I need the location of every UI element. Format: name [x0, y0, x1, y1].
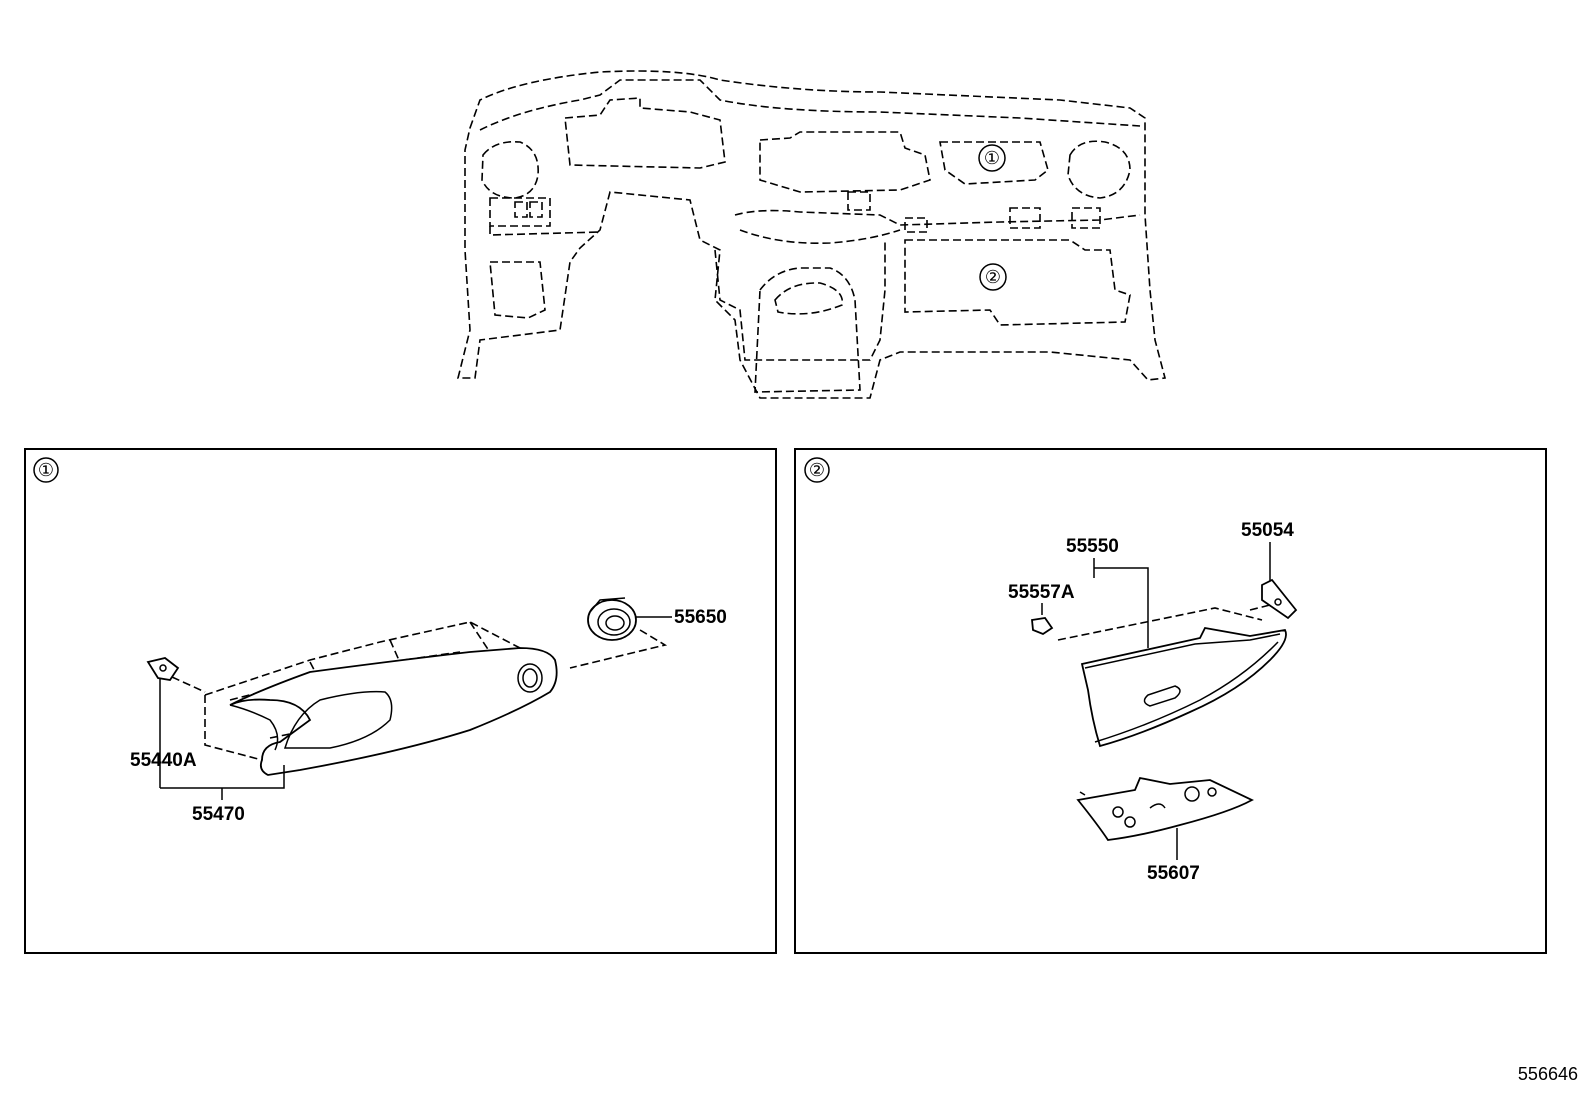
cover-55607: [1076, 776, 1254, 841]
panel-2: ② 55550 55557A 55054: [794, 448, 1547, 954]
label-55470: 55470: [192, 804, 245, 825]
hinge-55054: [1249, 578, 1298, 620]
bumper-55557A: [1031, 617, 1054, 636]
panel-2-marker-circle: [804, 457, 830, 483]
label-55557A: 55557A: [1008, 582, 1075, 603]
panel-1-frame: [24, 448, 777, 954]
dashboard-overview: ① ②: [456, 70, 1167, 399]
panel-1-marker: ①: [38, 460, 54, 480]
callout-1-circle: [978, 144, 1006, 172]
callout-2-circle: [979, 263, 1007, 291]
glovebox-55550: [1057, 607, 1287, 748]
panel-2-frame: [794, 448, 1547, 954]
panel-1: ① 55650: [24, 448, 777, 954]
callout-2-text: ②: [985, 267, 1001, 287]
vent-55650: [587, 597, 637, 641]
panel-55470: [204, 621, 558, 776]
diagram-id: 556646: [1517, 1064, 1578, 1084]
clip-55440A: [146, 657, 180, 681]
label-55550: 55550: [1066, 536, 1119, 557]
label-55440A: 55440A: [130, 750, 197, 771]
label-55650: 55650: [674, 607, 727, 628]
label-55607: 55607: [1147, 863, 1200, 884]
label-55054: 55054: [1241, 520, 1294, 541]
callout-1-text: ①: [984, 148, 1000, 168]
panel-1-marker-circle: [33, 457, 59, 483]
panel-2-marker: ②: [809, 460, 825, 480]
